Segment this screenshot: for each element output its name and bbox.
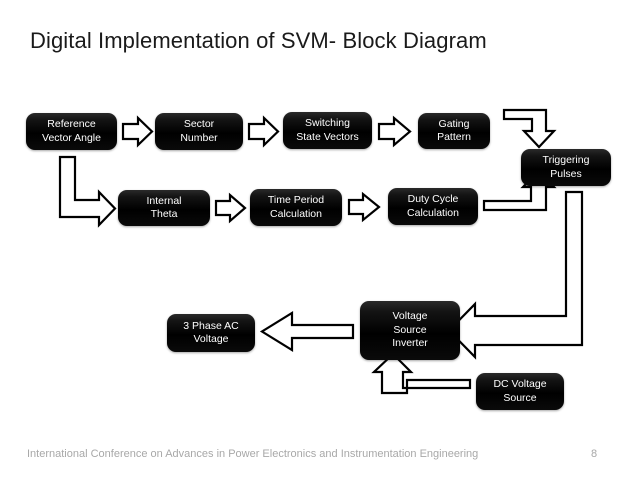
block-label: Reference Vector Angle bbox=[42, 118, 101, 144]
page-title: Digital Implementation of SVM- Block Dia… bbox=[30, 28, 487, 53]
block-label: 3 Phase AC Voltage bbox=[183, 319, 239, 346]
footer-conference-text: International Conference on Advances in … bbox=[27, 448, 479, 460]
arrow-switching-to-gating bbox=[377, 115, 412, 148]
block-switching-state-vectors[interactable]: Switching State Vectors bbox=[283, 112, 372, 149]
arrow-internal-theta-to-time-period bbox=[214, 192, 247, 224]
block-label: DC Voltage Source bbox=[493, 378, 547, 404]
block-duty-cycle-calculation[interactable]: Duty Cycle Calculation bbox=[388, 188, 478, 225]
block-label: Switching State Vectors bbox=[296, 117, 359, 143]
arrow-inverter-to-ac-voltage bbox=[259, 311, 355, 352]
arrow-ref-to-sector bbox=[121, 115, 154, 148]
arrow-sector-to-switching bbox=[247, 115, 280, 148]
block-gating-pattern[interactable]: Gating Pattern bbox=[418, 113, 490, 149]
arrow-gating-to-triggering bbox=[502, 108, 557, 149]
block-reference-vector-angle[interactable]: Reference Vector Angle bbox=[26, 113, 117, 150]
block-label: Gating Pattern bbox=[437, 117, 471, 144]
block-triggering-pulses[interactable]: Triggering Pulses bbox=[521, 149, 611, 186]
block-label: Triggering Pulses bbox=[542, 154, 590, 180]
block-sector-number[interactable]: Sector Number bbox=[155, 113, 243, 150]
arrow-time-period-to-duty-cycle bbox=[347, 191, 381, 223]
block-internal-theta[interactable]: Internal Theta bbox=[118, 190, 210, 226]
block-label: Sector Number bbox=[180, 118, 218, 144]
arrow-ref-to-internal-theta bbox=[58, 155, 117, 228]
block-voltage-source-inverter[interactable]: Voltage Source Inverter bbox=[360, 301, 460, 360]
block-label: Voltage Source Inverter bbox=[392, 310, 428, 350]
block-label: Internal Theta bbox=[146, 194, 182, 221]
page-number: 8 bbox=[591, 448, 598, 460]
block-three-phase-ac-voltage[interactable]: 3 Phase AC Voltage bbox=[167, 314, 255, 352]
block-dc-voltage-source[interactable]: DC Voltage Source bbox=[476, 373, 564, 410]
block-time-period-calculation[interactable]: Time Period Calculation bbox=[250, 189, 342, 226]
block-label: Time Period Calculation bbox=[267, 194, 325, 220]
block-label: Duty Cycle Calculation bbox=[407, 193, 459, 219]
